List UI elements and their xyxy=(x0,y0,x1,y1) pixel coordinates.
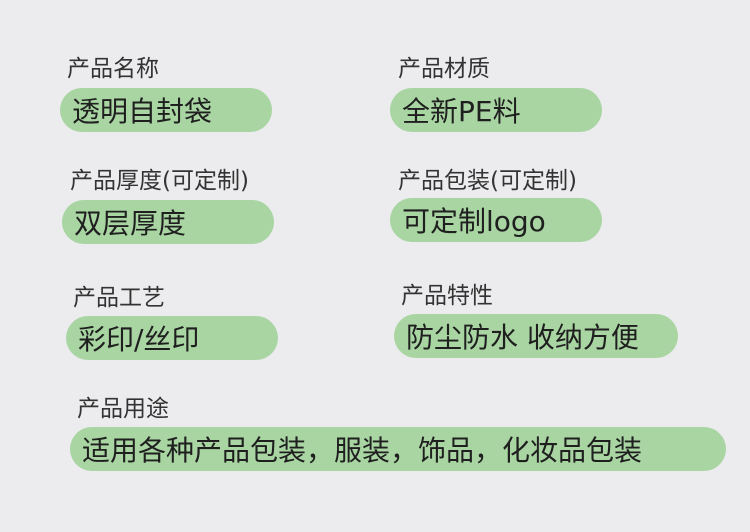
value-product-features: 防尘防水 收纳方便 xyxy=(394,314,678,358)
value-product-name: 透明自封袋 xyxy=(60,88,272,132)
label-product-usage: 产品用途 xyxy=(77,396,169,422)
value-product-process: 彩印/丝印 xyxy=(66,316,278,360)
label-product-material: 产品材质 xyxy=(398,56,490,82)
value-product-material: 全新PE料 xyxy=(390,88,602,132)
label-product-features: 产品特性 xyxy=(401,283,493,309)
label-product-process: 产品工艺 xyxy=(73,285,165,311)
label-product-thickness: 产品厚度(可定制) xyxy=(70,168,249,194)
label-product-packaging: 产品包装(可定制) xyxy=(398,168,577,194)
value-product-packaging: 可定制logo xyxy=(390,198,602,242)
label-product-name: 产品名称 xyxy=(67,56,159,82)
value-product-usage: 适用各种产品包装，服装，饰品，化妆品包装 xyxy=(70,427,726,471)
value-product-thickness: 双层厚度 xyxy=(62,200,274,244)
